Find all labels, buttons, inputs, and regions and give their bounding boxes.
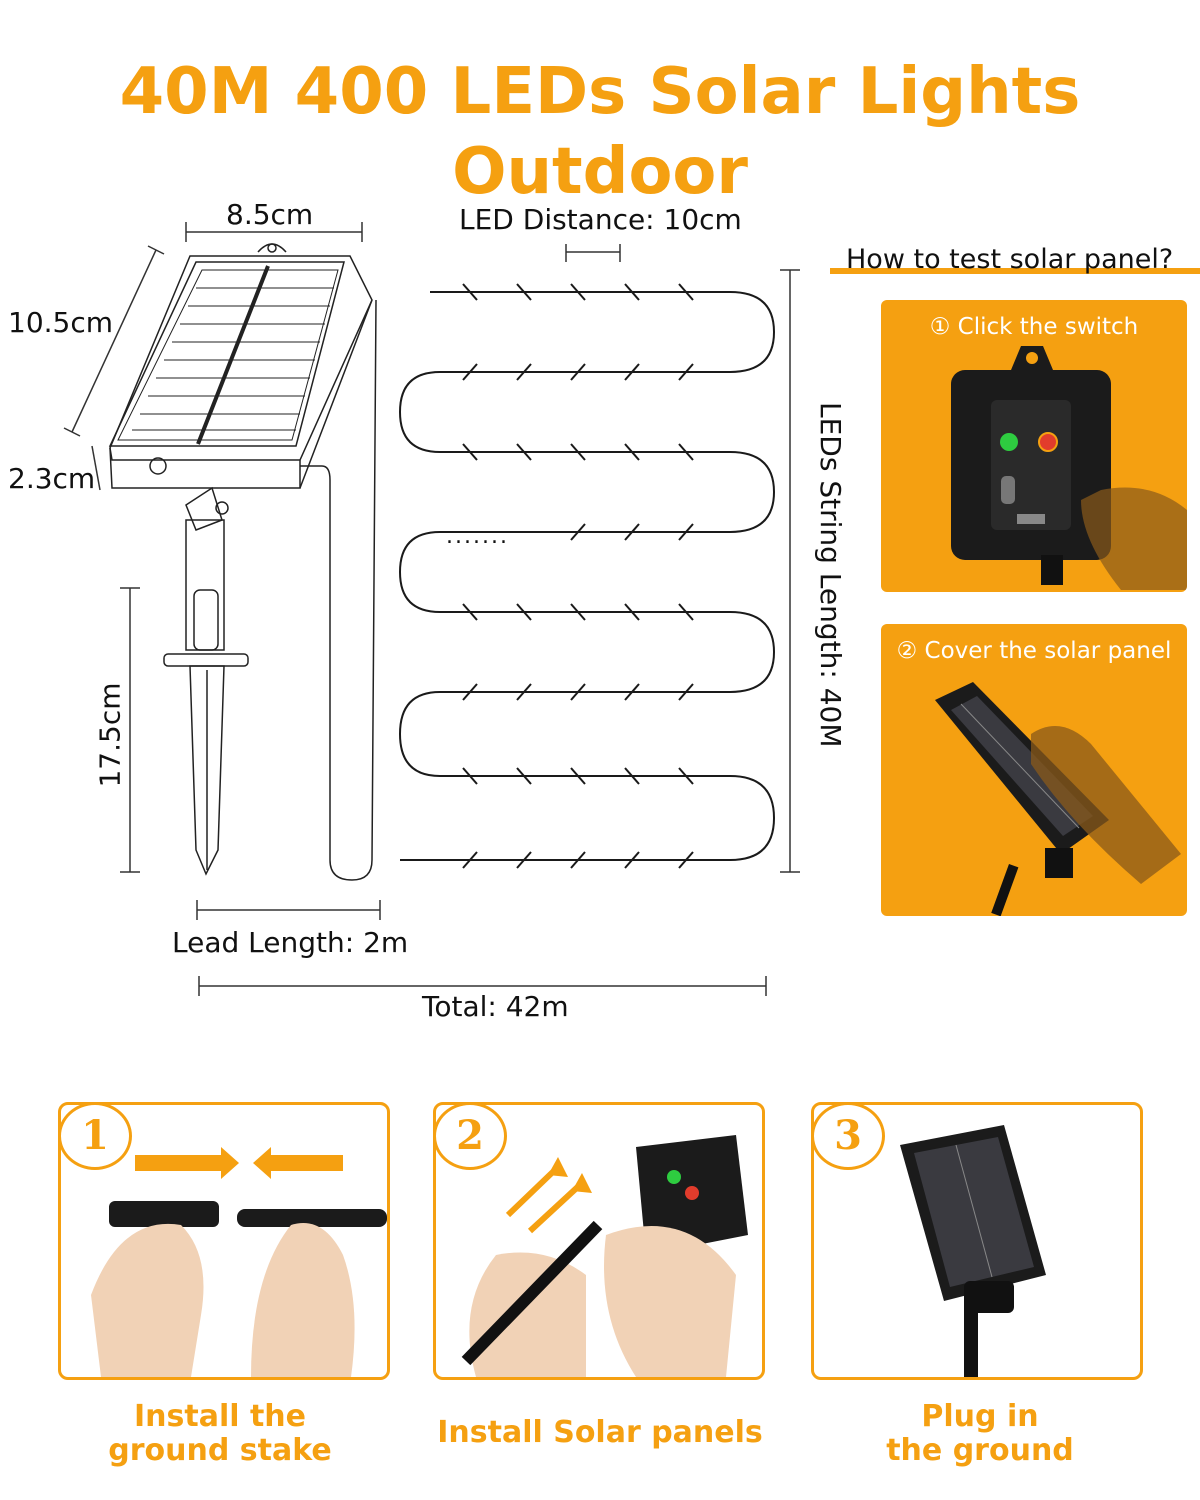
total-length-dimension <box>198 976 767 996</box>
panel-height-label: 10.5cm <box>8 306 114 339</box>
led-bulb <box>516 443 532 461</box>
led-bulb <box>678 523 694 541</box>
led-bulb <box>624 851 640 869</box>
install-panel-illustration <box>461 1135 748 1377</box>
led-bulb <box>570 851 586 869</box>
heading-underline <box>830 268 1200 274</box>
led-bulb <box>624 283 640 301</box>
step-card-2: 2 <box>433 1102 765 1380</box>
string-ellipsis: ....... <box>446 524 509 549</box>
led-bulb <box>678 767 694 785</box>
led-distance-dimension <box>565 244 621 262</box>
step-3-caption: Plug in the ground <box>860 1400 1100 1468</box>
led-bulb <box>570 603 586 621</box>
led-bulb <box>624 767 640 785</box>
step-number-3: 3 <box>814 1105 885 1170</box>
lead-length-label: Lead Length: 2m <box>172 926 409 959</box>
ground-stake-drawing <box>163 486 249 876</box>
step-1-caption: Install the ground stake <box>100 1400 340 1468</box>
led-bulb <box>462 683 478 701</box>
step-2-caption-line1: Install Solar panels <box>437 1415 763 1450</box>
panel-width-dimension <box>185 222 363 242</box>
led-bulb <box>516 683 532 701</box>
step-1-caption-line1: Install the <box>133 1399 307 1434</box>
led-bulb <box>624 443 640 461</box>
led-bulb <box>570 523 586 541</box>
led-bulb <box>462 283 478 301</box>
stake-length-label: 17.5cm <box>93 682 127 788</box>
control-box-illustration <box>951 346 1187 590</box>
led-bulb <box>678 683 694 701</box>
step-3-caption-line1: Plug in <box>921 1399 1039 1434</box>
led-bulb <box>516 851 532 869</box>
test-heading: How to test solar panel? <box>846 244 1174 275</box>
step-2-caption: Install Solar panels <box>420 1416 780 1450</box>
panel-depth-dimension <box>91 445 101 491</box>
led-bulb <box>570 683 586 701</box>
led-bulb <box>624 603 640 621</box>
panel-height-dimension <box>63 245 165 437</box>
step-3-caption-line2: the ground <box>886 1433 1074 1468</box>
led-bulb <box>624 523 640 541</box>
install-stake-illustration <box>91 1147 387 1377</box>
step-1-caption-line2: ground stake <box>108 1433 332 1468</box>
led-bulb <box>570 443 586 461</box>
led-bulb <box>678 851 694 869</box>
page-title: 40M 400 LEDs Solar Lights Outdoor <box>119 55 1081 209</box>
led-bulb <box>678 603 694 621</box>
led-bulb <box>462 443 478 461</box>
led-bulb <box>570 363 586 381</box>
led-bulb <box>570 283 586 301</box>
step-card-1: 1 <box>58 1102 390 1380</box>
led-bulb <box>462 767 478 785</box>
panel-width-label: 8.5cm <box>226 198 314 231</box>
string-length-dimension <box>780 269 800 873</box>
led-bulb <box>678 443 694 461</box>
led-bulb <box>570 767 586 785</box>
string-length-label: LEDs String Length: 40M <box>814 402 847 748</box>
test-step-cover-card: ② Cover the solar panel <box>881 624 1187 916</box>
step-number-2: 2 <box>436 1105 507 1170</box>
cover-panel-illustration <box>935 682 1181 916</box>
led-bulb <box>678 363 694 381</box>
led-distance-label: LED Distance: 10cm <box>459 203 742 236</box>
led-bulb <box>516 283 532 301</box>
step-card-3: 3 <box>811 1102 1143 1380</box>
led-bulb <box>678 283 694 301</box>
led-bulbs <box>462 283 694 869</box>
stake-length-dimension <box>120 587 140 873</box>
led-bulb <box>624 683 640 701</box>
led-bulb <box>462 851 478 869</box>
plug-ground-illustration <box>900 1125 1046 1377</box>
lead-length-dimension <box>196 900 381 920</box>
solar-panel-drawing <box>108 243 373 489</box>
test-step-1-caption: ① Click the switch <box>929 314 1139 340</box>
panel-depth-label: 2.3cm <box>8 462 96 495</box>
test-step-switch-card: ① Click the switch <box>881 300 1187 592</box>
step-number-1: 1 <box>61 1105 132 1170</box>
lead-wire-drawing <box>300 299 377 881</box>
led-bulb <box>462 363 478 381</box>
led-bulb <box>624 363 640 381</box>
led-bulb <box>516 767 532 785</box>
led-string-drawing <box>398 291 776 861</box>
led-bulb <box>516 603 532 621</box>
led-bulb <box>516 363 532 381</box>
led-bulb <box>462 603 478 621</box>
test-step-2-caption: ② Cover the solar panel <box>896 638 1172 664</box>
total-length-label: Total: 42m <box>422 990 569 1023</box>
